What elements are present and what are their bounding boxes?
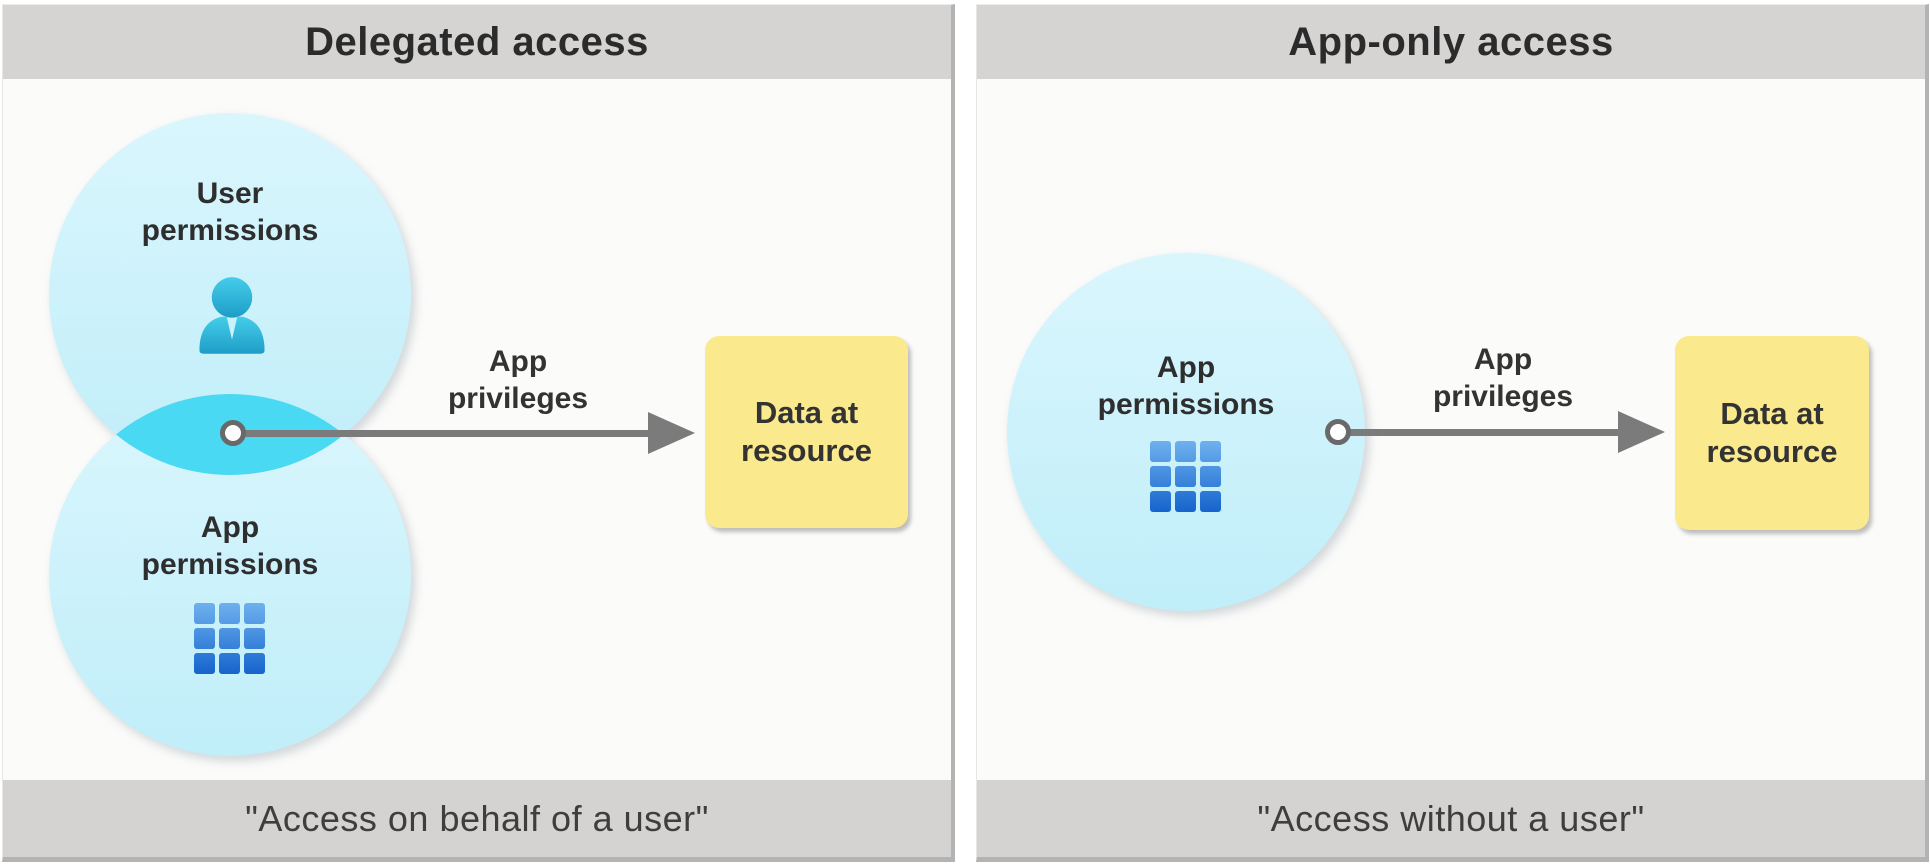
caption-text: "Access on behalf of a user" [245,797,709,839]
app-only-diagram-canvas: App permissions App privil [977,79,1925,780]
caption-text: "Access without a user" [1257,797,1645,839]
delegated-diagram-canvas: User permissions App permissions [3,79,951,780]
app-permissions-label: App permissions [1097,351,1275,421]
panel-header: App-only access [977,5,1925,79]
app-only-access-panel: App-only access App permissions [976,4,1929,862]
app-privileges-arrow-line [242,430,648,437]
panel-header: Delegated access [3,5,951,79]
panel-caption: "Access on behalf of a user" [3,780,951,857]
panel-title: Delegated access [305,19,649,64]
app-permissions-label: App permissions [141,511,319,581]
app-grid-icon [194,603,266,680]
app-privileges-label: App privileges [1432,343,1574,413]
panel-caption: "Access without a user" [977,780,1925,857]
app-permissions-circle [49,394,411,756]
delegated-access-panel: Delegated access User permissions [2,4,955,862]
panel-title: App-only access [1288,19,1614,64]
user-person-icon [188,276,276,359]
connector-dot [220,420,246,446]
user-permissions-label: User permissions [141,177,319,247]
app-permissions-circle [1007,253,1365,611]
app-privileges-arrow-line [1347,429,1618,436]
app-permissions-diagram [1007,253,1365,611]
app-privileges-label: App privileges [447,345,589,415]
app-grid-icon [1150,441,1222,518]
arrow-head-icon [1618,411,1665,453]
data-at-resource-box: Data at resource [1675,336,1869,530]
arrow-head-icon [648,412,695,454]
connector-dot [1325,419,1351,445]
data-at-resource-box: Data at resource [705,336,908,528]
